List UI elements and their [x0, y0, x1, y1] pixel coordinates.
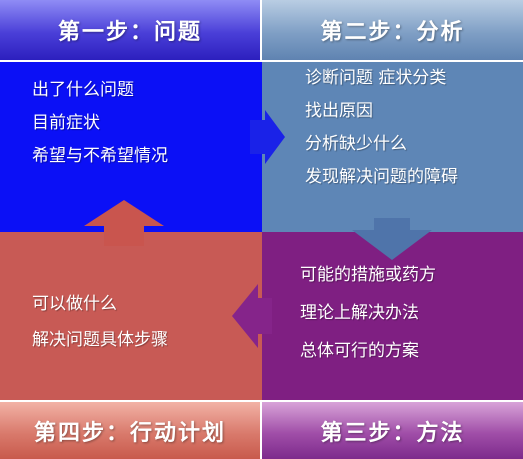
quadrant-step2 [262, 62, 523, 232]
list-item: 诊断问题 症状分类 [305, 68, 447, 88]
list-item: 希望与不希望情况 [32, 146, 168, 166]
list-item: 理论上解决办法 [300, 303, 419, 323]
step4-title: 第四步：行动计划 [0, 402, 260, 459]
list-item: 找出原因 [305, 101, 373, 121]
list-item: 总体可行的方案 [300, 341, 419, 361]
step3-title: 第三步：方法 [262, 402, 523, 459]
step1-title: 第一步：问题 [0, 0, 260, 60]
quadrant-step4 [0, 232, 262, 400]
list-item: 解决问题具体步骤 [32, 330, 168, 350]
step4-list: 可以做什么 解决问题具体步骤 [32, 293, 168, 365]
list-item: 出了什么问题 [32, 80, 134, 100]
arrow-right-icon [250, 110, 285, 164]
list-item: 分析缺少什么 [305, 134, 407, 154]
step2-list: 诊断问题 症状分类 找出原因 分析缺少什么 发现解决问题的障碍 [305, 67, 458, 199]
arrow-down-icon [352, 218, 432, 260]
list-item: 目前症状 [32, 113, 100, 133]
arrow-left-icon [232, 284, 272, 348]
list-item: 发现解决问题的障碍 [305, 167, 458, 187]
quadrant-step1 [0, 62, 262, 232]
arrow-up-icon [84, 200, 164, 246]
step2-title: 第二步：分析 [262, 0, 523, 60]
list-item: 可能的措施或药方 [300, 265, 436, 285]
step3-list: 可能的措施或药方 理论上解决办法 总体可行的方案 [300, 264, 436, 378]
step1-list: 出了什么问题 目前症状 希望与不希望情况 [32, 79, 168, 178]
quadrant-step3 [262, 232, 523, 400]
list-item: 可以做什么 [32, 294, 117, 314]
